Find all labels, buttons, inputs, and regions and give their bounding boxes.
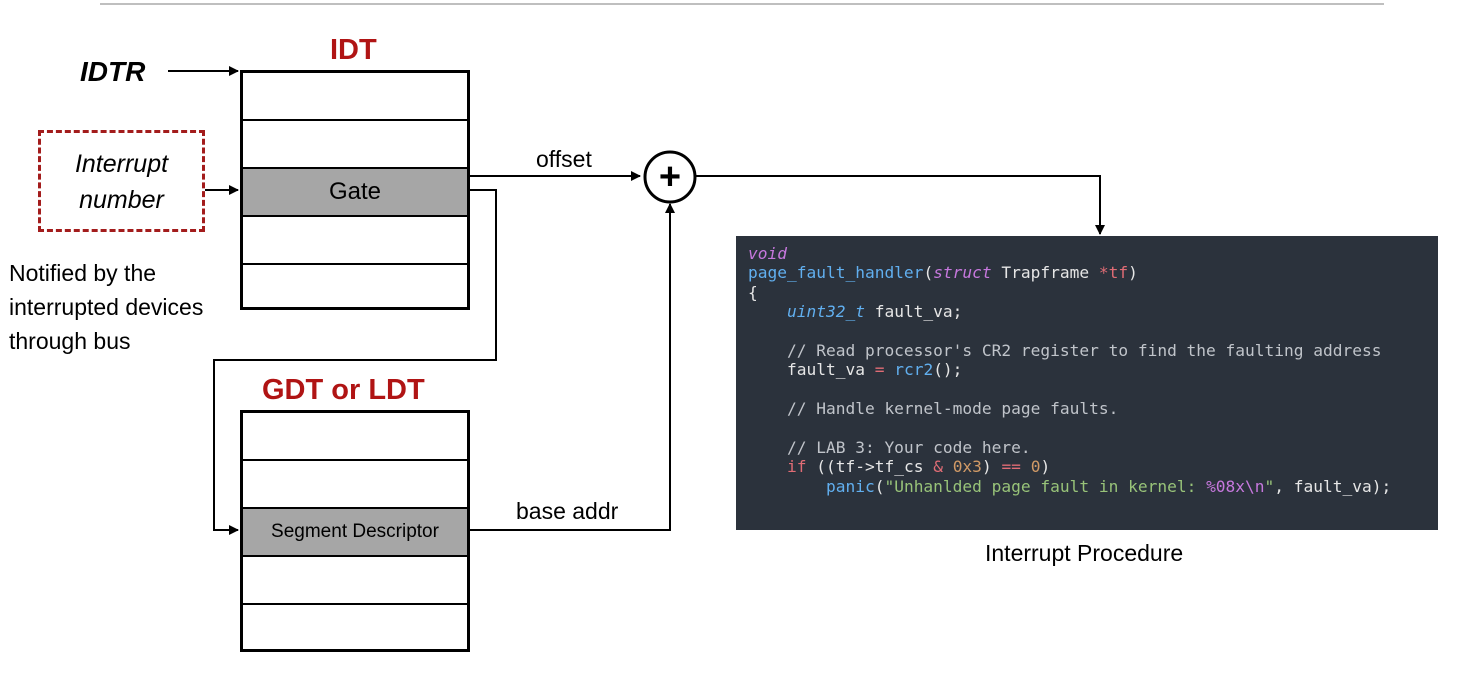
code-token: uint32_t	[786, 302, 865, 322]
code-line-8: // LAB 3: Your code here.	[748, 438, 1426, 457]
gdt-row	[243, 413, 467, 461]
code-line-1: void	[748, 244, 1426, 263]
code-token: "Unhanlded page fault in kernel:	[884, 476, 1207, 496]
interrupt-number-label: Interrupt number	[38, 146, 205, 218]
code-token: "	[1264, 476, 1275, 496]
code-token: rcr2	[894, 360, 934, 380]
code-token: page_fault_handler	[748, 263, 924, 283]
adder-circle	[643, 150, 697, 204]
gate-row: Gate	[243, 169, 467, 217]
code-line-9: if ((tf->tf_cs & 0x3) == 0)	[786, 457, 1051, 477]
code-token: {	[748, 282, 758, 302]
segment-descriptor-label: Segment Descriptor	[271, 521, 439, 542]
code-line-blank	[748, 322, 1426, 341]
interrupt-number-line-2: number	[79, 186, 164, 214]
code-token: ((tf->tf_cs	[816, 457, 924, 477]
code-token: &	[933, 457, 943, 477]
idtr-label: IDTR	[80, 56, 146, 87]
base-addr-arrow	[470, 203, 675, 531]
gdt-row	[243, 557, 467, 605]
code-line-4: uint32_t fault_va;	[748, 302, 1426, 321]
code-token: %08x\n	[1206, 476, 1265, 496]
code-token: 0	[1030, 457, 1041, 477]
idt-title: IDT	[330, 34, 377, 66]
top-divider	[100, 3, 1384, 5]
procedure-caption: Interrupt Procedure	[985, 540, 1184, 566]
idt-row	[243, 217, 467, 265]
code-token: panic	[825, 476, 875, 496]
code-line-10: panic("Unhanlded page fault in kernel: %…	[825, 476, 1392, 496]
interrupt-number-box	[38, 130, 205, 232]
gdt-row	[243, 461, 467, 509]
adder-symbol: +	[659, 156, 681, 198]
code-token: fault_va	[786, 360, 865, 380]
note-line-3: through bus	[9, 328, 131, 354]
code-token: *tf	[1098, 263, 1129, 283]
code-line-2: page_fault_handler(struct Trapframe *tf)	[748, 263, 1138, 283]
code-token: 0x3	[952, 457, 982, 477]
code-token: fault_va;	[874, 302, 963, 322]
gdt-title: GDT or LDT	[262, 374, 425, 406]
notified-note: Notified by the interrupted devices thro…	[9, 256, 203, 358]
code-token: void	[748, 244, 787, 263]
code-line-5: // Read processor's CR2 register to find…	[748, 341, 1426, 360]
code-line-3: {	[748, 283, 1426, 302]
code-token: ==	[1001, 457, 1021, 477]
code-token: =	[874, 360, 885, 380]
gate-to-segment-arrow	[213, 189, 497, 535]
gate-label: Gate	[328, 178, 382, 205]
code-line-6: fault_va = rcr2();	[786, 360, 963, 380]
note-line-1: Notified by the	[9, 260, 157, 286]
code-line-blank	[748, 380, 1426, 399]
adder-to-procedure-arrow	[696, 175, 1105, 235]
code-token: struct	[933, 263, 992, 283]
segment-descriptor-row: Segment Descriptor	[243, 509, 467, 557]
idt-table: Gate	[240, 70, 470, 310]
code-token: // Handle kernel-mode page faults.	[786, 399, 1119, 419]
note-line-2: interrupted devices	[9, 294, 204, 320]
code-line-7: // Handle kernel-mode page faults.	[748, 399, 1426, 418]
offset-label: offset	[536, 146, 592, 172]
code-token: fault_va	[1293, 476, 1372, 496]
code-line-blank	[748, 419, 1426, 438]
code-token: Trapframe	[1001, 263, 1090, 283]
code-token: if	[786, 457, 807, 477]
gdt-table: Segment Descriptor	[240, 410, 470, 652]
base-addr-label: base addr	[516, 498, 619, 524]
idt-row	[243, 121, 467, 169]
interrupt-number-line-1: Interrupt	[74, 150, 169, 178]
idt-row	[243, 73, 467, 121]
code-token: // LAB 3: Your code here.	[786, 438, 1031, 458]
code-token: // Read processor's CR2 register to find…	[786, 341, 1382, 361]
